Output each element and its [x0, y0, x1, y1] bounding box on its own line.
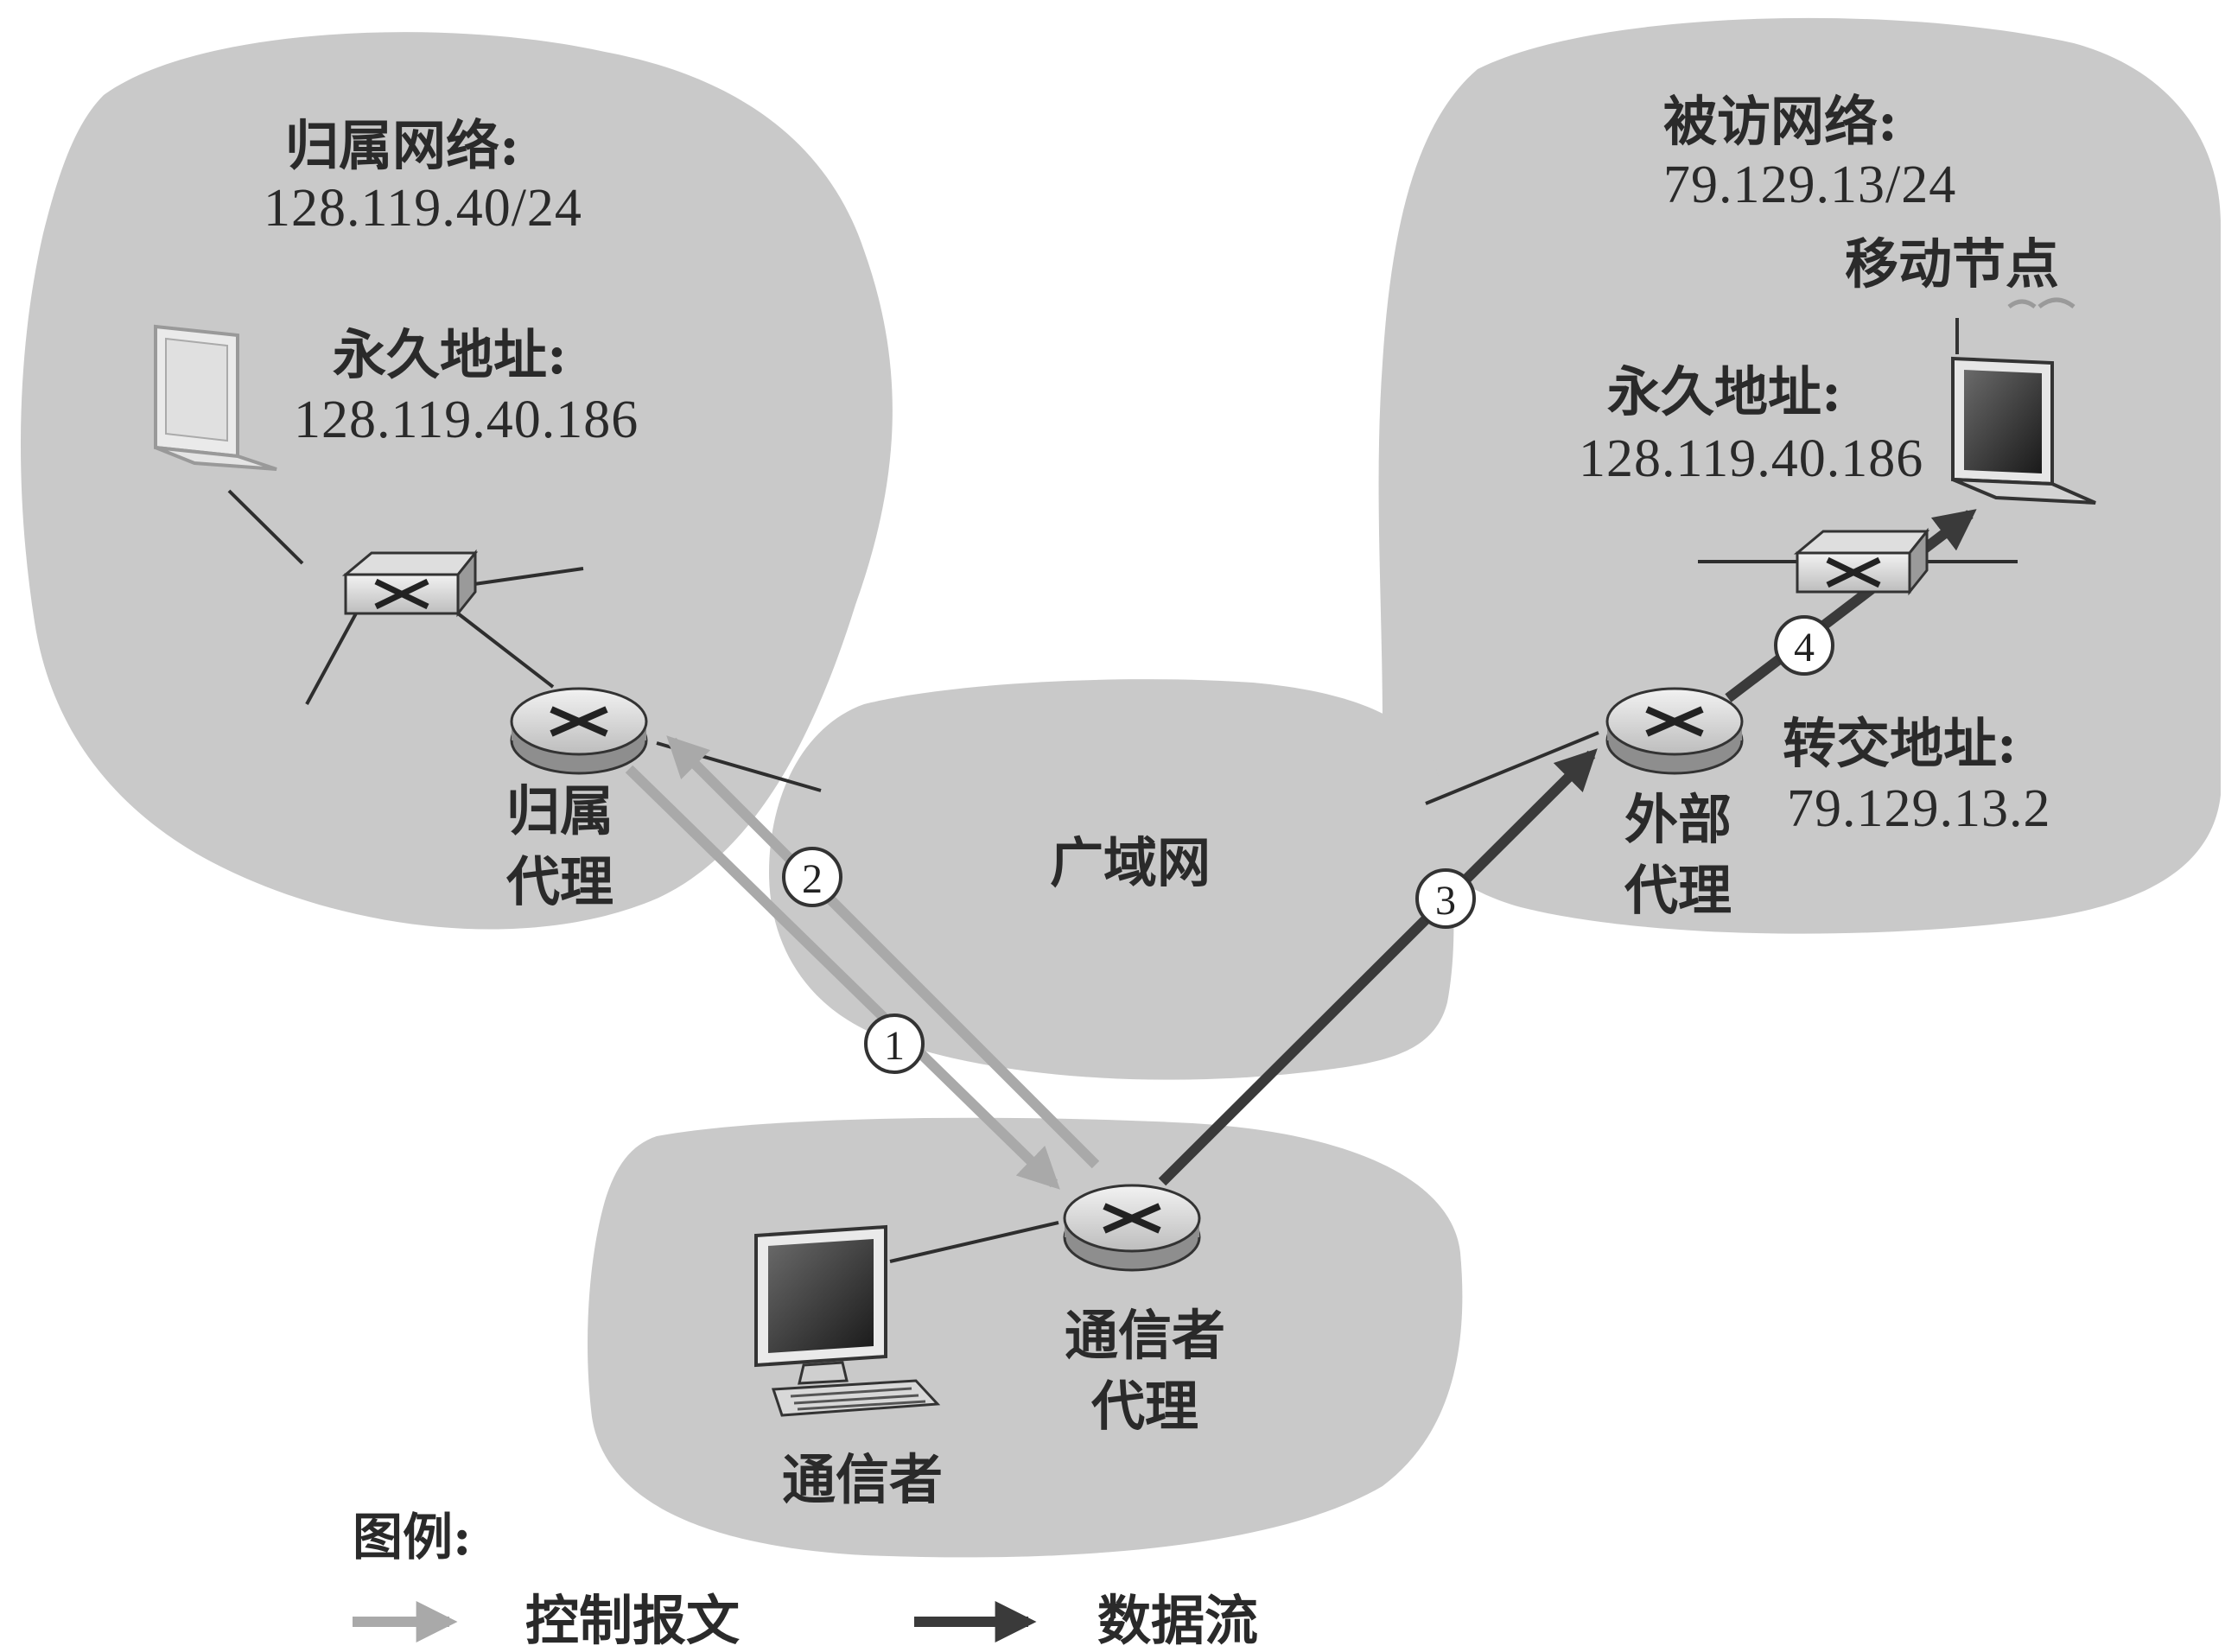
visited-permanent-address: 128.119.40.186 [1579, 429, 1924, 488]
step-number-4: 4 [1794, 625, 1815, 670]
wireless-signal-icon [2007, 297, 2076, 309]
laptop-icon [154, 324, 277, 471]
data-arrow-step-4 [1725, 509, 1977, 702]
switch-icon [341, 549, 479, 618]
legend-title: 图例: [353, 1508, 472, 1566]
link-laptop-switch [227, 489, 304, 565]
step-marker-2: 2 [782, 847, 842, 907]
link-switch-branch-2 [305, 613, 358, 705]
legend-data-label: 数据流 [1097, 1589, 1259, 1652]
link-switch-home-agent [456, 612, 555, 689]
correspondent-agent-label-line1: 通信者 [1064, 1304, 1226, 1367]
care-of-address-label: 转交地址: [1783, 712, 2017, 775]
link-correspondent-agent [889, 1221, 1059, 1263]
visited-network-prefix: 79.129.13/24 [1663, 156, 1957, 214]
care-of-address: 79.129.13.2 [1787, 779, 2051, 838]
visited-switch-icon [1793, 527, 1930, 596]
mobile-node-label: 移动节点 [1845, 232, 2060, 295]
home-network-title: 归属网络: [285, 114, 519, 177]
correspondent-agent-router-icon [1063, 1184, 1201, 1272]
wan-label: 广域网 [1050, 831, 1211, 894]
step-number-1: 1 [884, 1023, 905, 1069]
mobile-node-laptop-icon [1951, 318, 2096, 505]
desktop-computer-icon [754, 1224, 941, 1417]
home-agent-label: 归属 代理 [506, 776, 613, 918]
step-marker-4: 4 [1774, 615, 1834, 676]
visited-network-cloud [1378, 17, 2221, 934]
correspondent-agent-label: 通信者 代理 [1065, 1300, 1225, 1442]
visited-network-title: 被访网络: [1663, 90, 1898, 153]
foreign-agent-label: 外部 代理 [1624, 785, 1732, 926]
step-number-3: 3 [1435, 878, 1456, 924]
correspondent-agent-label-line2: 代理 [1090, 1374, 1199, 1438]
foreign-agent-label-line2: 代理 [1624, 858, 1732, 922]
data-flow [1158, 509, 1977, 1186]
control-arrow-step-1 [625, 765, 1060, 1190]
foreign-agent-label-line1: 外部 [1624, 788, 1732, 851]
home-agent-router-icon [510, 687, 648, 775]
home-permanent-address: 128.119.40.186 [294, 391, 639, 449]
step-number-2: 2 [802, 856, 823, 902]
data-arrow-step-3 [1158, 748, 1598, 1186]
foreign-agent-router-icon [1605, 687, 1744, 775]
step-marker-3: 3 [1415, 868, 1476, 929]
wan-cloud [769, 679, 1454, 1080]
visited-permanent-address-label: 永久地址: [1607, 360, 1841, 423]
home-agent-label-line1: 归属 [505, 779, 614, 842]
step-marker-1: 1 [864, 1013, 925, 1074]
home-network-cloud [20, 32, 893, 930]
control-messages [625, 735, 1100, 1190]
home-permanent-address-label: 永久地址: [333, 323, 567, 386]
control-arrow-step-2 [666, 735, 1100, 1169]
link-wan-foreign-agent [1425, 731, 1599, 805]
correspondent-label: 通信者 [782, 1448, 944, 1511]
home-network-prefix: 128.119.40/24 [264, 179, 582, 238]
link-switch-branch [461, 567, 584, 588]
correspondent-network-cloud [588, 1117, 1463, 1558]
home-agent-label-line2: 代理 [505, 849, 614, 913]
legend-control-label: 控制报文 [525, 1589, 741, 1652]
